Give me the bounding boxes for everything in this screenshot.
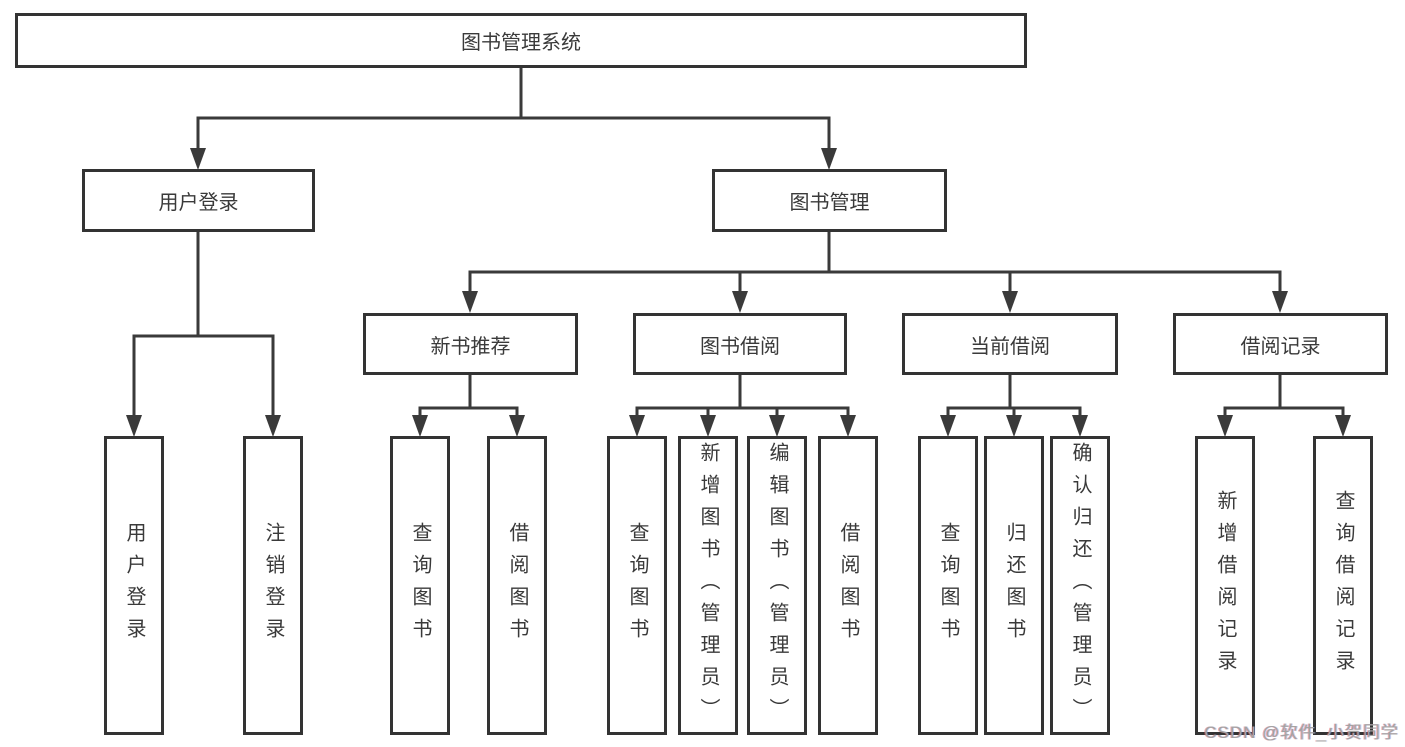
arrowhead <box>700 415 716 437</box>
arrowhead <box>1272 291 1288 313</box>
arrowhead <box>509 415 525 437</box>
arrowhead <box>1002 291 1018 313</box>
node-user-login-label: 用户登录 <box>158 192 239 214</box>
leaf-record-add-label: 新增借阅记录 <box>1214 489 1236 682</box>
connector-new-book-to-leaves <box>412 375 525 437</box>
leaf-logout: 注销登录 <box>243 436 303 735</box>
leaf-borrow-add-admin: 新增图书（管理员） <box>678 436 738 735</box>
arrowhead <box>1217 415 1233 437</box>
arrowhead <box>769 415 785 437</box>
node-current-borrow-label: 当前借阅 <box>970 335 1050 358</box>
node-book-borrow: 图书借阅 <box>633 313 847 375</box>
leaf-current-query: 查询图书 <box>918 436 978 735</box>
leaf-record-query: 查询借阅记录 <box>1313 436 1373 735</box>
leaf-user-login: 用户登录 <box>104 436 164 735</box>
leaf-newbook-borrow-label: 借阅图书 <box>506 521 528 650</box>
arrowhead <box>190 148 206 170</box>
leaf-current-query-label: 查询图书 <box>937 521 959 650</box>
arrowhead <box>1072 415 1088 437</box>
leaf-borrow-edit-admin: 编辑图书（管理员） <box>747 436 807 735</box>
leaf-borrow-query: 查询图书 <box>607 436 667 735</box>
leaf-borrow-borrow-label: 借阅图书 <box>837 521 859 650</box>
arrowhead <box>732 291 748 313</box>
connector-book-borrow-to-leaves <box>629 375 856 437</box>
leaf-newbook-borrow: 借阅图书 <box>487 436 547 735</box>
connector-borrow-record-to-leaves <box>1217 375 1351 437</box>
connector-current-borrow-to-leaves <box>940 375 1088 437</box>
leaf-record-add: 新增借阅记录 <box>1195 436 1255 735</box>
node-borrow-record: 借阅记录 <box>1173 313 1388 375</box>
arrowhead <box>412 415 428 437</box>
arrowhead <box>940 415 956 437</box>
node-book-mgmt-label: 图书管理 <box>789 192 870 214</box>
node-book-mgmt: 图书管理 <box>712 169 947 232</box>
arrowhead <box>1006 415 1022 437</box>
leaf-borrow-edit-admin-label: 编辑图书（管理员） <box>766 441 788 730</box>
arrowhead <box>821 148 837 170</box>
arrowhead <box>265 415 281 437</box>
leaf-logout-label: 注销登录 <box>262 521 284 650</box>
node-borrow-record-label: 借阅记录 <box>1240 335 1321 358</box>
node-book-borrow-label: 图书借阅 <box>700 335 780 358</box>
leaf-user-login-label: 用户登录 <box>123 521 145 650</box>
leaf-newbook-query: 查询图书 <box>390 436 450 735</box>
node-user-login: 用户登录 <box>82 169 315 232</box>
leaf-borrow-query-label: 查询图书 <box>626 521 648 650</box>
node-new-book-rec-label: 新书推荐 <box>430 335 511 358</box>
arrowhead <box>1335 415 1351 437</box>
connector-user-login-to-leaves <box>126 232 281 437</box>
node-current-borrow: 当前借阅 <box>902 313 1118 375</box>
csdn-watermark: CSDN @软件_小贺同学 <box>1204 723 1399 742</box>
leaf-newbook-query-label: 查询图书 <box>409 521 431 650</box>
connector-root-to-level2 <box>190 68 837 170</box>
arrowhead <box>462 291 478 313</box>
arrowhead <box>126 415 142 437</box>
leaf-current-confirm-admin: 确认归还（管理员） <box>1050 436 1110 735</box>
leaf-borrow-borrow: 借阅图书 <box>818 436 878 735</box>
leaf-current-return: 归还图书 <box>984 436 1044 735</box>
leaf-record-query-label: 查询借阅记录 <box>1332 489 1354 682</box>
arrowhead <box>840 415 856 437</box>
arrowhead <box>629 415 645 437</box>
node-root: 图书管理系统 <box>15 13 1027 68</box>
leaf-current-return-label: 归还图书 <box>1003 521 1025 650</box>
leaf-current-confirm-admin-label: 确认归还（管理员） <box>1069 441 1091 730</box>
connector-book-mgmt-to-level3 <box>462 232 1288 313</box>
node-root-label: 图书管理系统 <box>461 32 581 54</box>
node-new-book-rec: 新书推荐 <box>363 313 578 375</box>
leaf-borrow-add-admin-label: 新增图书（管理员） <box>697 441 719 730</box>
